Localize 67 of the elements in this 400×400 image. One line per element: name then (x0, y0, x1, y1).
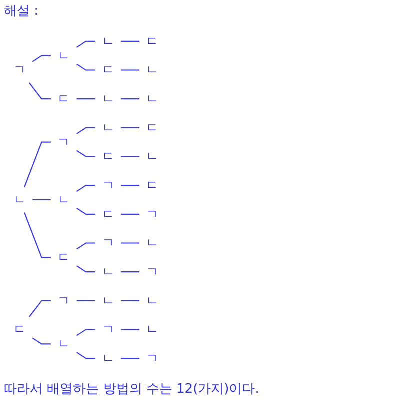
node-text: ㄱ (13, 62, 26, 78)
connector (32, 199, 51, 201)
connector (32, 55, 51, 62)
connector (29, 82, 51, 100)
node-text: ㄷ (146, 178, 159, 193)
node-text: ㄴ (146, 293, 159, 308)
connector (76, 208, 96, 215)
connector (29, 300, 51, 318)
node-text: ㄴ (102, 120, 114, 136)
node-text: ㄴ (146, 149, 159, 164)
node-text: ㄴ (102, 293, 114, 308)
node-text: ㄱ (146, 206, 159, 222)
node-text: ㄴ (102, 350, 114, 366)
node-text: ㄴ (146, 322, 159, 338)
node-text: ㄱ (102, 178, 114, 193)
node-text: ㄱ (102, 236, 114, 251)
connector (76, 40, 96, 48)
connector (76, 300, 96, 302)
node-text: ㄴ (146, 91, 159, 106)
connector (76, 127, 96, 134)
node-text: ㄱ (58, 134, 70, 150)
connector (121, 156, 140, 158)
node-text: ㄷ (146, 120, 159, 136)
connector (121, 242, 140, 244)
node-text: ㄱ (102, 322, 114, 338)
node-text: ㄴ (58, 336, 70, 352)
node-text: ㄴ (102, 91, 114, 106)
connector (121, 185, 140, 186)
connector (121, 300, 140, 302)
connector (76, 98, 96, 100)
node-text: ㄷ (58, 91, 70, 106)
node-text: ㄱ (146, 350, 159, 366)
connector (24, 142, 51, 188)
node-text: ㄴ (13, 192, 26, 208)
heading: 해설 : (3, 3, 40, 21)
connector (121, 272, 140, 273)
connector (121, 98, 140, 100)
connector (76, 352, 96, 360)
connector (76, 266, 96, 273)
node-text: ㄴ (58, 192, 70, 208)
caption: 따라서 배열하는 방법의 수는 12(가지)이다. (3, 381, 260, 399)
connector (24, 212, 51, 258)
node-text: ㄴ (102, 34, 114, 49)
node-text: ㄷ (13, 322, 26, 338)
connector (76, 242, 96, 250)
node-text: ㄷ (146, 34, 159, 49)
connector (76, 150, 96, 158)
node-text: ㄷ (58, 250, 70, 265)
node-text: ㄷ (102, 206, 114, 222)
connector (121, 40, 140, 42)
connector (121, 127, 140, 128)
connector (76, 64, 96, 71)
node-text: ㄴ (102, 264, 114, 280)
connector (32, 338, 51, 345)
node-text: ㄴ (146, 62, 159, 78)
node-text: ㄱ (58, 293, 70, 308)
node-text: ㄴ (58, 48, 70, 64)
node-text: ㄷ (102, 62, 114, 78)
connector (76, 185, 96, 192)
connector (121, 214, 140, 215)
node-text: ㄷ (102, 149, 114, 164)
node-text: ㄴ (146, 236, 159, 251)
connector (121, 329, 140, 330)
connector (76, 329, 96, 336)
connector (121, 70, 140, 71)
connector (121, 358, 140, 360)
node-text: ㄱ (146, 264, 159, 280)
